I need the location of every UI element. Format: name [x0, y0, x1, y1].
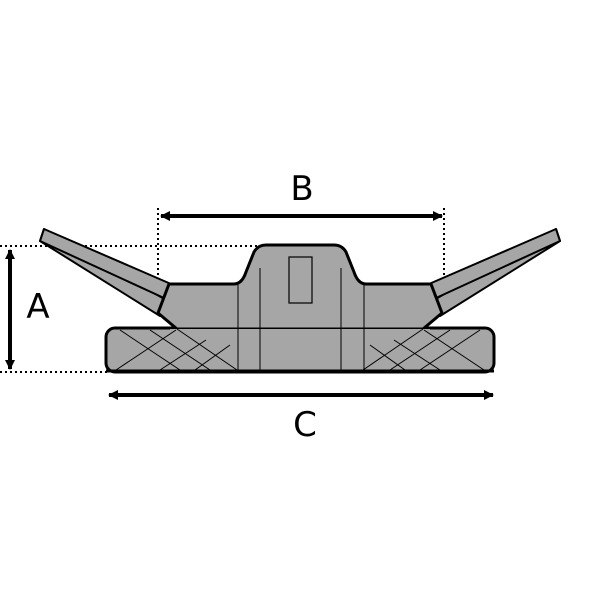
label-a: A — [26, 287, 49, 327]
body-fill — [170, 329, 430, 371]
dimension-arrows — [5, 211, 494, 400]
label-slot — [288, 256, 313, 304]
main-body — [156, 243, 444, 331]
label-c: C — [293, 405, 317, 445]
label-b: B — [290, 169, 313, 209]
quilt-lines — [115, 268, 485, 371]
right-strap-upper — [428, 228, 561, 299]
side-straps — [39, 228, 561, 317]
left-strap-upper — [39, 228, 172, 299]
